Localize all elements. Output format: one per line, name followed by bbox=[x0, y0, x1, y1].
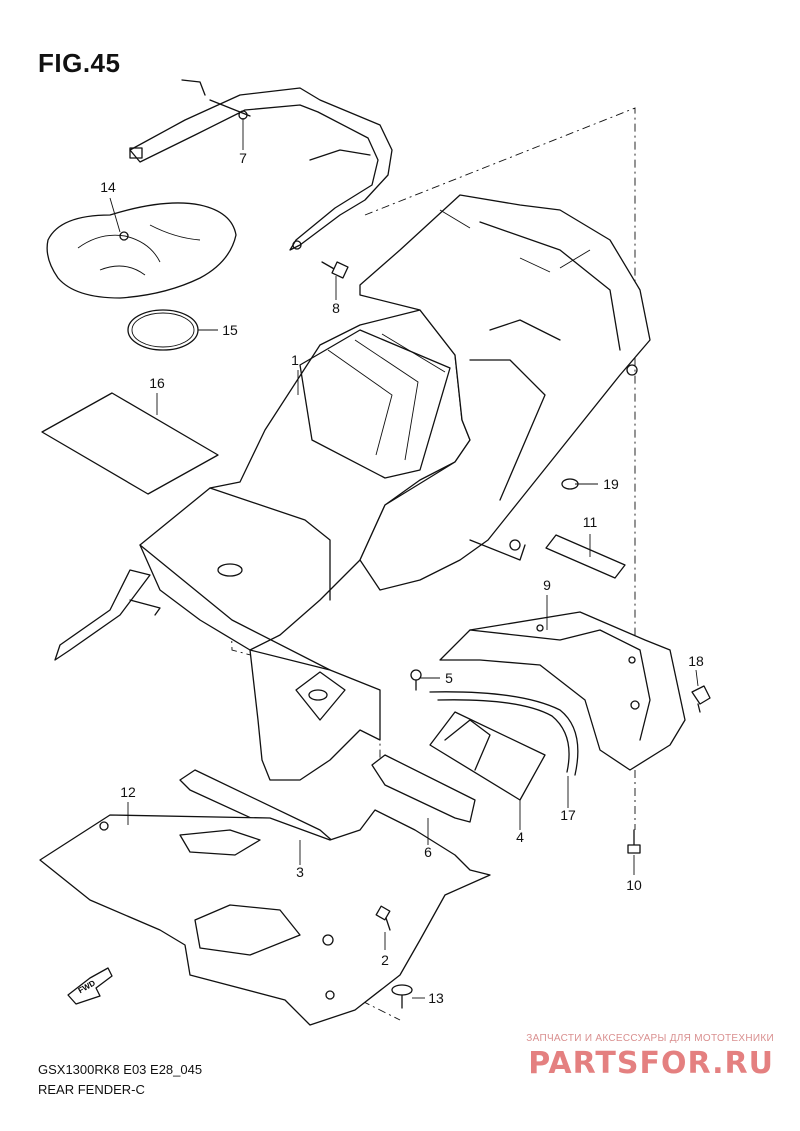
part-10-bolt bbox=[627, 829, 641, 854]
part-18-bulb bbox=[691, 685, 711, 713]
part-14-pad bbox=[46, 202, 237, 299]
part-9-cover bbox=[439, 611, 686, 771]
watermark-logo: PARTSFOR.RU bbox=[528, 1046, 774, 1081]
part-17-trim bbox=[429, 691, 579, 776]
fwd-direction-badge: FWD bbox=[67, 967, 113, 1005]
figure-title: FIG.45 bbox=[38, 48, 121, 78]
part-4-bracket bbox=[429, 711, 546, 801]
section-name: REAR FENDER-C bbox=[38, 1082, 145, 1097]
callout-17: 17 bbox=[560, 807, 576, 823]
model-code: GSX1300RK8 E03 E28_045 bbox=[38, 1062, 203, 1077]
callout-2: 2 bbox=[381, 952, 389, 968]
callout-18: 18 bbox=[688, 653, 704, 669]
part-7-bracket bbox=[129, 79, 393, 251]
callout-10: 10 bbox=[626, 877, 642, 893]
callout-1: 1 bbox=[291, 352, 299, 368]
watermark-subtitle: ЗАПЧАСТИ И АКСЕССУАРЫ ДЛЯ МОТОТЕХНИКИ bbox=[526, 1033, 774, 1044]
part-15-ring bbox=[127, 309, 199, 351]
part-13-fastener bbox=[391, 984, 413, 1009]
callout-7: 7 bbox=[239, 150, 247, 166]
callout-19: 19 bbox=[603, 476, 619, 492]
part-11-plate bbox=[545, 534, 626, 579]
part-2-screw bbox=[375, 905, 391, 931]
part-5-clip bbox=[410, 669, 422, 691]
callout-8: 8 bbox=[332, 300, 340, 316]
chain-line-top bbox=[364, 107, 636, 700]
part-12-undertray bbox=[39, 809, 491, 1026]
callout-5: 5 bbox=[445, 670, 453, 686]
callout-13: 13 bbox=[428, 990, 444, 1006]
callout-16: 16 bbox=[149, 375, 165, 391]
callout-14: 14 bbox=[100, 179, 116, 195]
callout-15: 15 bbox=[222, 322, 238, 338]
leader-lines bbox=[109, 118, 699, 999]
callout-9: 9 bbox=[543, 577, 551, 593]
part-6-plate bbox=[371, 754, 476, 823]
callout-6: 6 bbox=[424, 844, 432, 860]
part-8-bolt bbox=[321, 261, 349, 279]
part-16-sheet bbox=[41, 392, 219, 495]
callout-12: 12 bbox=[120, 784, 136, 800]
callout-4: 4 bbox=[516, 829, 524, 845]
callout-11: 11 bbox=[583, 514, 598, 530]
part-1-rear-fender bbox=[54, 194, 651, 781]
callout-3: 3 bbox=[296, 864, 304, 880]
